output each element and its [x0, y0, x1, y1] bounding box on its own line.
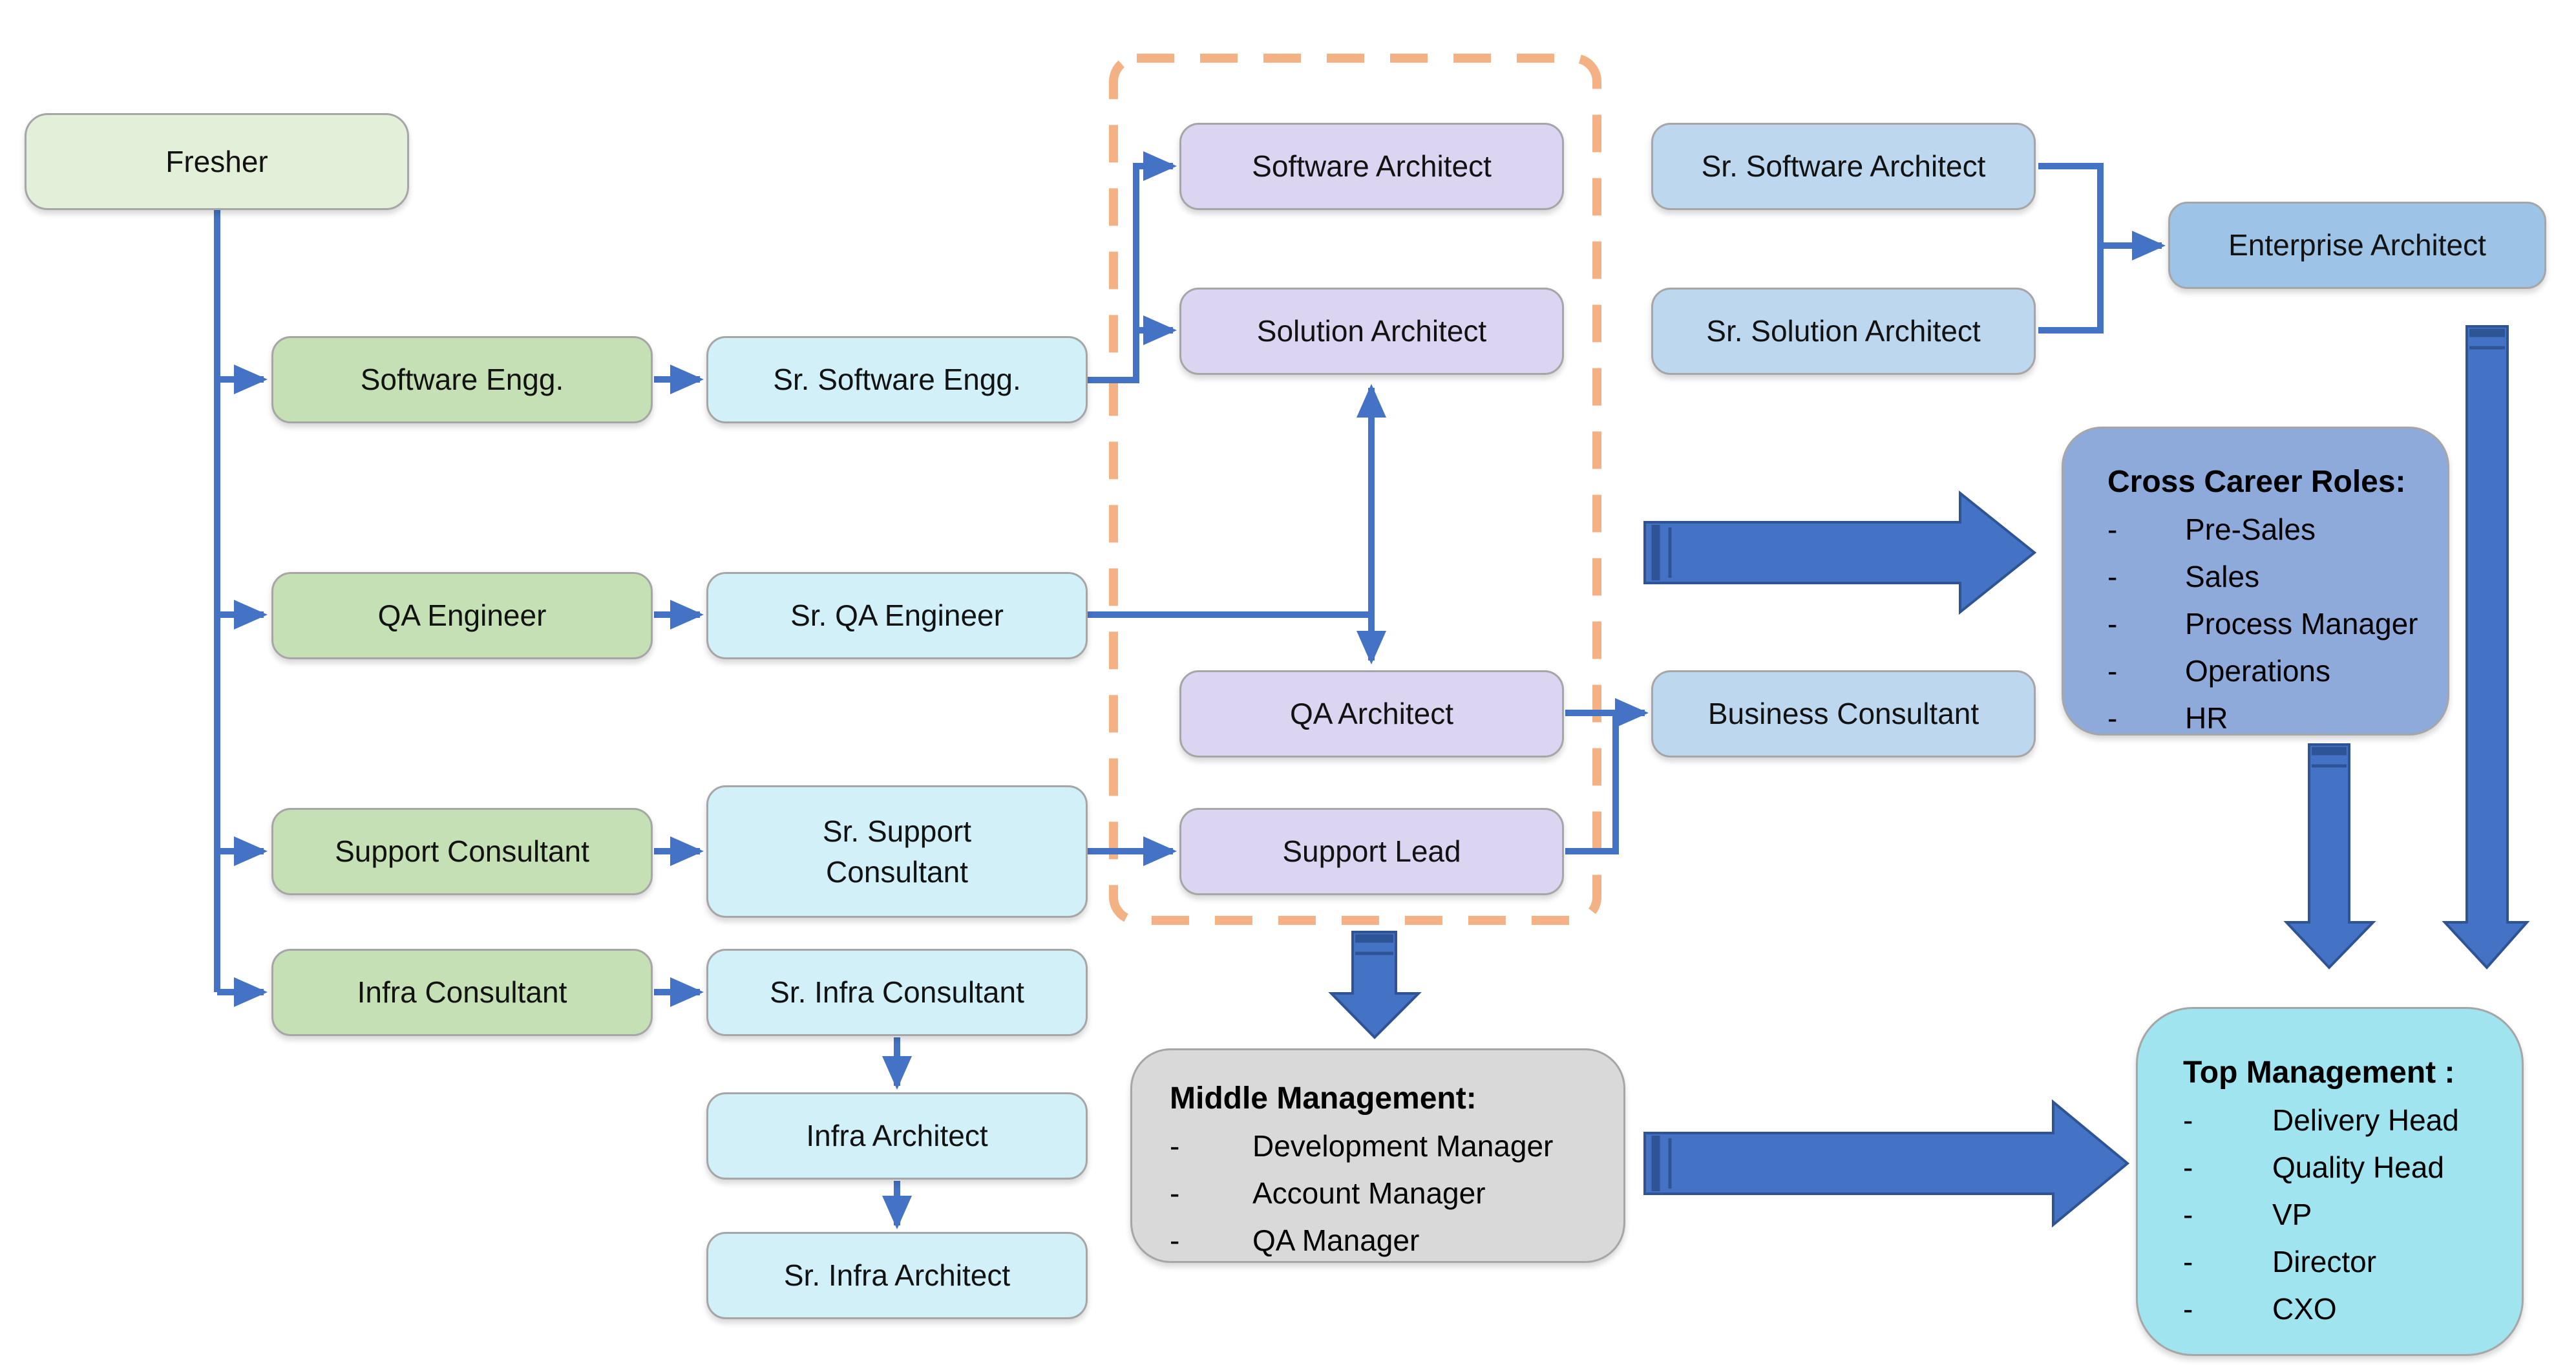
- block-arrow-group-to-middle-management: [1328, 931, 1422, 1039]
- list-item-label: Operations: [2185, 654, 2331, 688]
- list-item-label: Quality Head: [2272, 1150, 2444, 1184]
- node-qa-architect: QA Architect: [1179, 670, 1564, 758]
- block-arrow-cross-career-to-top-management: [2283, 743, 2376, 970]
- connector-support-lead-merge: [1565, 716, 1619, 854]
- list-item-label: HR: [2185, 701, 2228, 735]
- node-support-lead: Support Lead: [1179, 808, 1564, 895]
- node-label: Business Consultant: [1707, 697, 1980, 731]
- block-arrow-middle-to-top-management: [1643, 1099, 2130, 1228]
- node-label: QA Architect: [1289, 697, 1454, 731]
- list-item-label: Development Manager: [1252, 1129, 1554, 1163]
- node-infra-architect: Infra Architect: [706, 1092, 1088, 1180]
- node-label: QA Engineer: [377, 599, 547, 633]
- bullet-dash: -: [1170, 1129, 1180, 1163]
- node-sr-qa-engineer: Sr. QA Engineer: [706, 572, 1088, 659]
- top-management-panel: Top Management : - Delivery Head - Quality…: [2136, 1007, 2524, 1356]
- block-arrow-to-cross-career-roles: [1643, 490, 2037, 615]
- bullet-dash: -: [2107, 654, 2118, 688]
- panel-title: Cross Career Roles:: [2107, 465, 2406, 499]
- bullet-dash: -: [2107, 560, 2118, 593]
- bullet-dash: -: [2183, 1292, 2193, 1326]
- node-infra-consultant: Infra Consultant: [271, 949, 653, 1036]
- panel-title: Top Management :: [2183, 1055, 2455, 1090]
- cross-career-list: - Pre-Sales - Sales - Process Manager - Oper…: [2107, 506, 2429, 742]
- node-fresher: Fresher: [25, 113, 409, 210]
- middle-management-list: - Development Manager - Account Manager - Q…: [1170, 1123, 1608, 1264]
- list-item: - Account Manager: [1170, 1170, 1608, 1217]
- node-label: Sr. QA Engineer: [790, 599, 1004, 633]
- list-item-label: CXO: [2272, 1292, 2337, 1326]
- list-item-label: QA Manager: [1252, 1224, 1420, 1257]
- list-item: - Director: [2183, 1238, 2506, 1286]
- bullet-dash: -: [2107, 513, 2118, 546]
- list-item: - QA Manager: [1170, 1217, 1608, 1264]
- list-item: - HR: [2107, 695, 2429, 742]
- node-label: Enterprise Architect: [2228, 228, 2486, 262]
- node-label: Support Consultant: [335, 834, 589, 869]
- bullet-dash: -: [2183, 1198, 2193, 1231]
- connector-sr-architects-merge: [2038, 163, 2104, 334]
- list-item-label: VP: [2272, 1198, 2312, 1231]
- node-sr-software-architect: Sr. Software Architect: [1651, 123, 2036, 210]
- list-item-label: Director: [2272, 1245, 2377, 1278]
- node-label: Fresher: [165, 144, 268, 178]
- node-label: Sr. Solution Architect: [1706, 314, 1981, 348]
- node-sr-solution-architect: Sr. Solution Architect: [1651, 288, 2036, 375]
- node-label: Sr. Support Consultant: [822, 814, 972, 889]
- list-item: - Operations: [2107, 648, 2429, 695]
- list-item-label: Sales: [2185, 560, 2260, 593]
- list-item: - Sales: [2107, 553, 2429, 600]
- node-label: Infra Consultant: [357, 975, 567, 1010]
- node-label: Support Lead: [1282, 834, 1461, 869]
- node-qa-engineer: QA Engineer: [271, 572, 653, 659]
- list-item-label: Pre-Sales: [2185, 513, 2316, 546]
- bullet-dash: -: [2183, 1245, 2193, 1278]
- node-sr-infra-architect: Sr. Infra Architect: [706, 1232, 1088, 1319]
- list-item-label: Account Manager: [1252, 1176, 1486, 1210]
- node-business-consultant: Business Consultant: [1651, 670, 2036, 758]
- list-item: - VP: [2183, 1191, 2506, 1238]
- list-item: - CXO: [2183, 1286, 2506, 1333]
- node-label: Solution Architect: [1256, 314, 1487, 348]
- node-sr-infra-consultant: Sr. Infra Consultant: [706, 949, 1088, 1036]
- block-arrow-enterprise-to-top-management: [2442, 325, 2530, 970]
- node-software-engg: Software Engg.: [271, 336, 653, 423]
- node-label: Sr. Infra Architect: [783, 1258, 1011, 1293]
- bullet-dash: -: [2107, 607, 2118, 641]
- list-item: - Process Manager: [2107, 600, 2429, 648]
- node-label: Sr. Software Architect: [1701, 149, 1986, 184]
- node-sr-support-consultant: Sr. Support Consultant: [706, 785, 1088, 918]
- node-sr-software-engg: Sr. Software Engg.: [706, 336, 1088, 423]
- node-label: Sr. Software Engg.: [773, 363, 1021, 397]
- list-item-label: Process Manager: [2185, 607, 2418, 641]
- node-support-consultant: Support Consultant: [271, 808, 653, 895]
- list-item: - Development Manager: [1170, 1123, 1608, 1170]
- node-enterprise-architect: Enterprise Architect: [2168, 202, 2546, 289]
- node-label: Infra Architect: [806, 1119, 988, 1153]
- list-item: - Quality Head: [2183, 1144, 2506, 1191]
- panel-title: Middle Management:: [1170, 1081, 1477, 1116]
- middle-management-panel: Middle Management: - Development Manager …: [1130, 1048, 1625, 1263]
- top-management-list: - Delivery Head - Quality Head - VP - Direct…: [2183, 1097, 2506, 1333]
- architect-group-dashed-border: [1109, 54, 1601, 925]
- bullet-dash: -: [2183, 1103, 2193, 1137]
- cross-career-roles-panel: Cross Career Roles: - Pre-Sales - Sales - P…: [2062, 427, 2449, 736]
- node-label: Software Engg.: [360, 363, 564, 397]
- node-label: Software Architect: [1252, 149, 1492, 184]
- node-software-architect: Software Architect: [1179, 123, 1564, 210]
- list-item-label: Delivery Head: [2272, 1103, 2459, 1137]
- bullet-dash: -: [2107, 701, 2118, 735]
- node-label: Sr. Infra Consultant: [770, 975, 1024, 1010]
- bullet-dash: -: [1170, 1224, 1180, 1257]
- list-item: - Delivery Head: [2183, 1097, 2506, 1144]
- bullet-dash: -: [1170, 1176, 1180, 1210]
- list-item: - Pre-Sales: [2107, 506, 2429, 553]
- node-solution-architect: Solution Architect: [1179, 288, 1564, 375]
- bullet-dash: -: [2183, 1150, 2193, 1184]
- connector-sr-software-engg-to-software-architect: [1088, 151, 1177, 383]
